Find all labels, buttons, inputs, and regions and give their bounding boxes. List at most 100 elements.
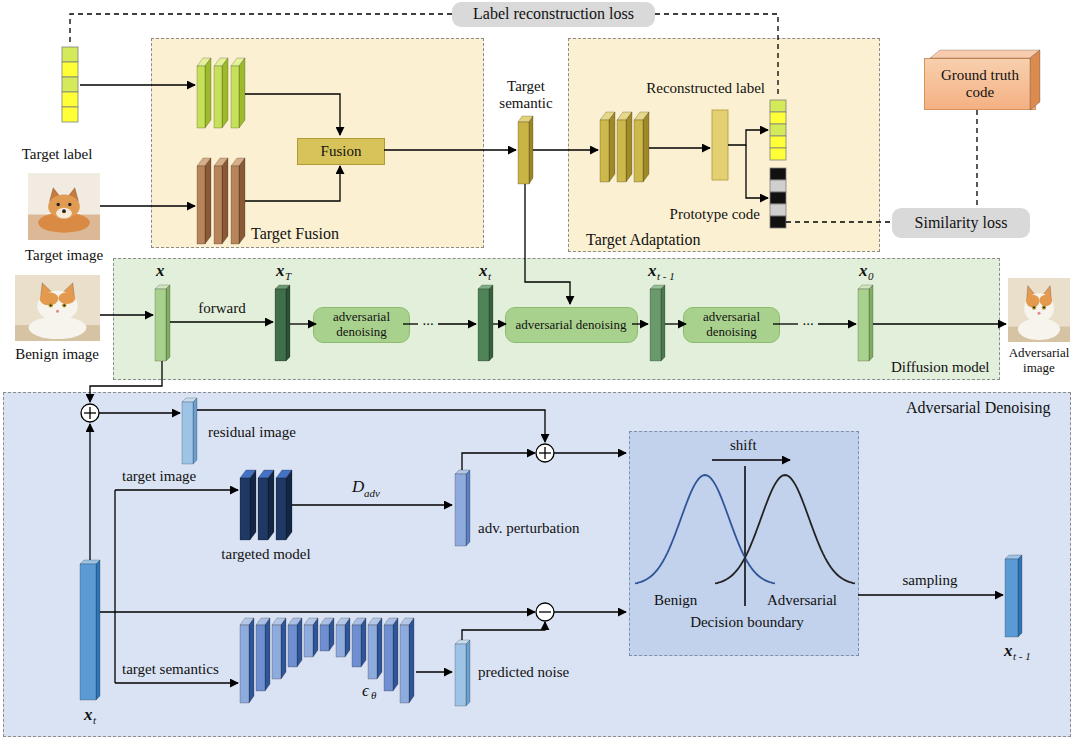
feature-label: adv. perturbation — [478, 520, 580, 537]
unet-layer — [304, 625, 313, 657]
denoise-box: adversarial denoising — [683, 307, 780, 343]
perturbation-bar — [455, 474, 466, 546]
cat-eye — [1042, 305, 1046, 309]
operator-symbol — [536, 603, 554, 621]
ellipsis: ... — [422, 312, 433, 329]
image-encoder — [222, 158, 228, 244]
feature-label: Reconstructed label — [646, 80, 765, 97]
cat-head — [1024, 293, 1054, 322]
label-slot: x — [84, 706, 93, 723]
box-label: adversarial denoising — [512, 318, 631, 333]
text-slot: shift — [730, 437, 757, 454]
semantic-vector — [529, 116, 533, 184]
label-slot: x — [648, 262, 657, 279]
label-encoder — [197, 66, 205, 128]
unet-layer — [313, 618, 318, 657]
text-slot: Benign — [654, 592, 697, 609]
label-slot: Target semantic — [486, 78, 566, 113]
step-label: sampling — [903, 572, 958, 589]
box-label: Similarity loss — [911, 214, 1012, 232]
text-slot: Target Fusion — [251, 225, 339, 243]
cat-eye — [1032, 305, 1036, 309]
label-slot: t - 1 — [1013, 651, 1031, 662]
flow-arrow — [525, 184, 570, 304]
operator-symbol — [544, 447, 545, 459]
variable-name: x — [156, 262, 165, 279]
targeted-network — [286, 470, 292, 540]
targeted-network — [240, 478, 250, 540]
label-slot: Target image — [25, 247, 103, 264]
flow-arrow — [290, 323, 316, 324]
label-slot: Target label — [22, 146, 93, 163]
model-label: targeted model — [221, 546, 310, 563]
cat-pupil — [1043, 307, 1045, 309]
label-slot: sampling — [903, 572, 958, 589]
ellipsis: ... — [802, 312, 813, 329]
adaptation-network — [609, 112, 615, 182]
dog-nose — [62, 209, 66, 213]
panel-text: Adversarial — [767, 592, 837, 609]
flow-arrow — [462, 622, 545, 640]
unet-layer — [249, 618, 254, 703]
denoise-box: adversarial denoising — [505, 307, 638, 343]
latent-bar — [96, 560, 100, 700]
label-encoder — [205, 58, 211, 128]
label-vector — [62, 47, 78, 62]
label-vector — [770, 112, 786, 124]
variable-name: x — [276, 262, 285, 279]
operator-symbol — [89, 407, 90, 419]
label-slot: ... — [422, 312, 433, 329]
feature-label: predicted noise — [478, 664, 569, 681]
label-slot: 0 — [868, 271, 874, 282]
code-vector — [770, 168, 786, 180]
code-vector — [770, 204, 786, 216]
label-vector — [62, 107, 78, 122]
adaptation-network — [600, 120, 609, 182]
latent-bar — [478, 289, 489, 361]
targeted-network — [250, 470, 256, 540]
cat-nose — [56, 310, 59, 313]
flow-arrow — [632, 323, 648, 324]
figure-caption: Target image — [25, 247, 103, 264]
box-label: Fusion — [317, 143, 366, 160]
variable-name: x — [479, 262, 488, 279]
cat-nose — [1038, 312, 1041, 315]
operator-symbol — [536, 444, 554, 462]
panel-title: Adversarial Denoising — [906, 399, 1050, 417]
loss-box: Label reconstruction loss — [452, 2, 655, 27]
distribution-curve — [715, 475, 855, 583]
denoise-box: adversarial denoising — [313, 307, 410, 343]
variable-name: x — [859, 262, 868, 279]
noise-bar — [455, 644, 466, 706]
latent-bar — [155, 289, 166, 361]
label-slot: targeted model — [221, 546, 310, 563]
flow-arrow — [292, 504, 452, 505]
latent-bar — [661, 285, 665, 361]
code-vector — [770, 216, 786, 228]
text-slot: Adversarial Denoising — [906, 399, 1050, 417]
flow-arrow — [818, 323, 856, 324]
label-encoder — [231, 66, 239, 128]
cat-patch — [40, 292, 59, 305]
cat-patch — [1040, 295, 1052, 307]
residual-bar — [182, 402, 193, 464]
feature-label: residual image — [208, 424, 296, 441]
label-vector — [770, 136, 786, 148]
hidden-vector — [712, 110, 728, 180]
flow-arrow — [554, 611, 626, 612]
panel-text: Benign — [654, 592, 697, 609]
variable-subscript: t - 1 — [657, 271, 675, 282]
loss-line — [70, 14, 452, 45]
label-vector — [770, 124, 786, 136]
photo-background — [1008, 278, 1070, 342]
code-vector — [770, 192, 786, 204]
variable-subscript: t — [93, 715, 96, 726]
latent-bar — [650, 289, 661, 361]
boundary-line — [744, 466, 746, 606]
flow-arrow — [384, 149, 516, 150]
unet-layer — [320, 625, 329, 651]
variable-subscript: T — [285, 271, 291, 282]
dog-eye — [57, 203, 60, 206]
label-slot: Adversarial image — [1005, 346, 1073, 376]
